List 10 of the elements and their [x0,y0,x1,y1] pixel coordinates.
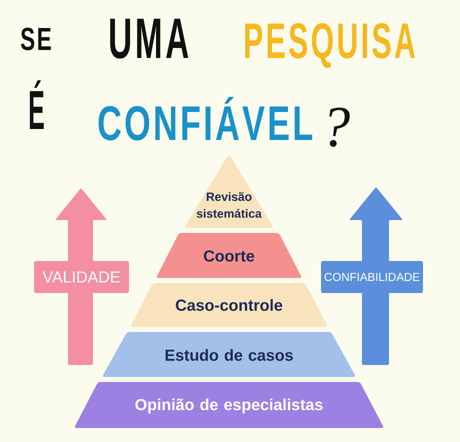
pyramid-level: Revisão sistemática [185,156,273,228]
question-mark: ? [329,108,350,147]
title-word: SE [20,28,51,50]
pyramid-level: Opinião de especialistas [74,382,384,428]
title-word: CONFIÁVEL [98,96,312,140]
title-word: É [30,80,44,129]
title-word: PESQUISA [245,23,415,68]
pyramid-level: Caso-controle [130,283,328,327]
title-word: UMA [110,18,188,59]
pyramid-level: Coorte [156,233,302,278]
